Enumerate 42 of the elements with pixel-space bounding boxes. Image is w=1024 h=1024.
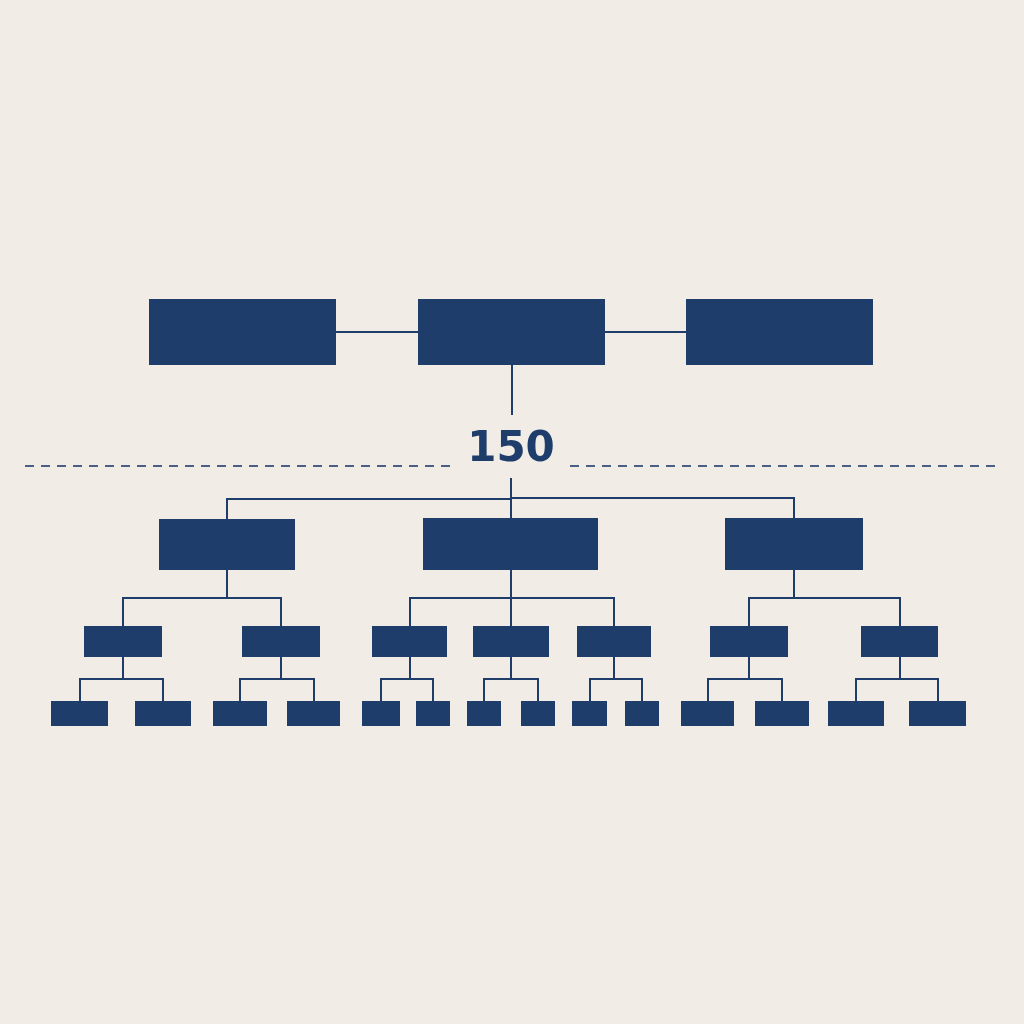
connector-line xyxy=(280,656,315,702)
connector-line xyxy=(122,656,164,702)
org-chart-box xyxy=(135,701,191,726)
org-chart-box xyxy=(362,701,400,726)
connector-line xyxy=(793,569,901,627)
org-chart-box xyxy=(242,626,320,657)
org-chart-box xyxy=(755,701,809,726)
org-chart-box xyxy=(159,519,295,570)
org-chart-box xyxy=(473,626,549,657)
org-chart-box xyxy=(418,299,605,365)
org-chart-box xyxy=(521,701,555,726)
org-chart-box xyxy=(686,299,873,365)
org-chart-box xyxy=(84,626,162,657)
connector-line xyxy=(510,569,615,627)
connector-line xyxy=(899,656,939,702)
org-chart-box xyxy=(213,701,267,726)
org-chart-box xyxy=(467,701,501,726)
org-chart-box xyxy=(909,701,966,726)
connector-line xyxy=(510,477,795,519)
org-chart-box xyxy=(372,626,447,657)
org-chart-box xyxy=(416,701,450,726)
connector-line xyxy=(511,364,513,416)
org-chart-box xyxy=(861,626,938,657)
connector-line xyxy=(226,569,282,627)
org-chart-box xyxy=(572,701,607,726)
connector-line xyxy=(335,331,419,333)
org-chart-box xyxy=(828,701,884,726)
connector-line xyxy=(604,331,687,333)
connector-line xyxy=(409,656,434,702)
org-chart-box xyxy=(725,518,863,570)
org-chart-box xyxy=(149,299,336,365)
org-chart-box xyxy=(710,626,788,657)
org-chart-box xyxy=(577,626,651,657)
org-chart-box xyxy=(423,518,598,570)
connector-line xyxy=(748,656,783,702)
org-chart-box xyxy=(625,701,659,726)
connector-line xyxy=(510,656,539,702)
connector-line xyxy=(613,656,643,702)
org-chart-box xyxy=(681,701,734,726)
org-chart-box xyxy=(51,701,108,726)
number-label: 150 xyxy=(467,425,555,468)
org-chart-box xyxy=(287,701,340,726)
